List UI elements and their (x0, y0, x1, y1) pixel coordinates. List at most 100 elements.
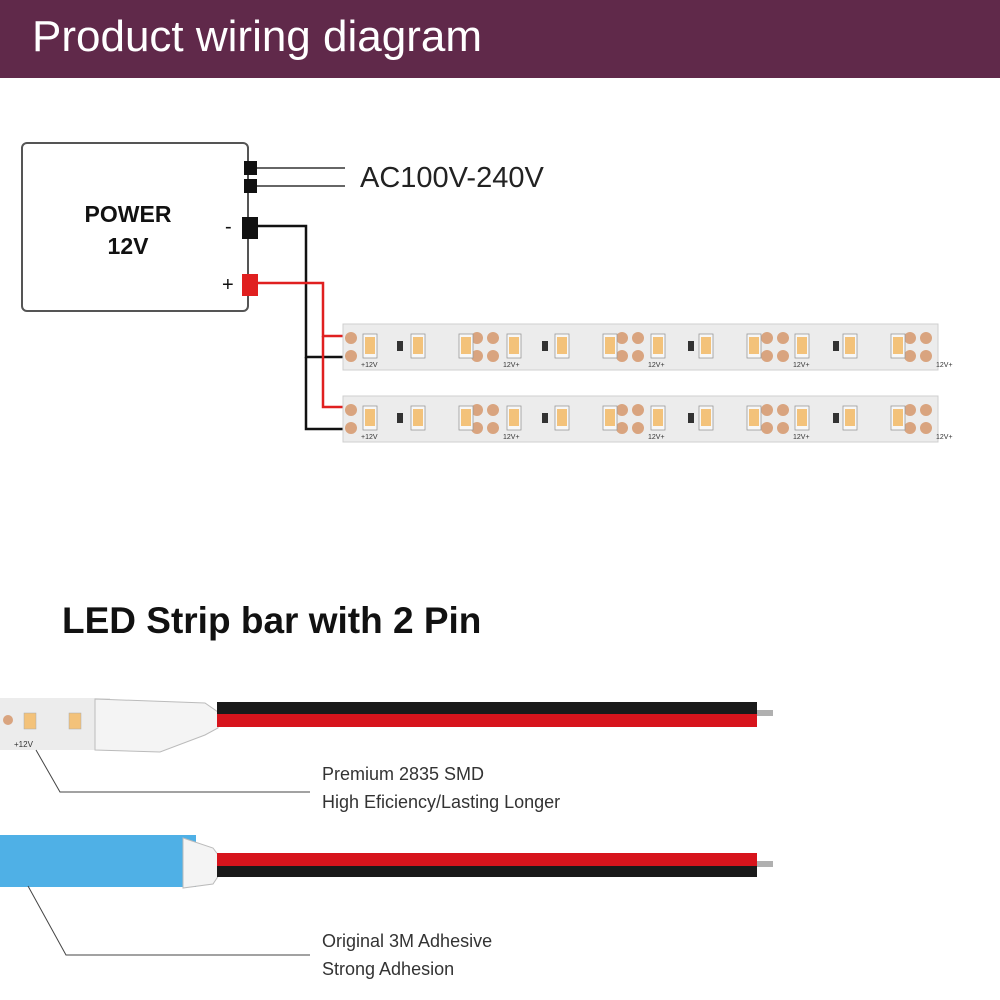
resistor (397, 341, 403, 351)
resistor (688, 413, 694, 423)
led-chip (797, 337, 807, 354)
solder-pad (616, 350, 628, 362)
positive-terminal (242, 274, 258, 296)
wire-tip-2 (757, 861, 773, 867)
black-lead (217, 702, 757, 714)
led-strip-top: +12V 12V+ 12V+ 12V+ 12V+ (342, 323, 953, 371)
ac-terminal-1 (244, 161, 257, 175)
callout-adhesive: Original 3M Adhesive Strong Adhesion (322, 927, 492, 983)
strip-led-2 (68, 712, 82, 730)
resistor (397, 413, 403, 423)
solder-pad (471, 404, 483, 416)
led-chip (653, 337, 663, 354)
solder-pad (920, 404, 932, 416)
solder-pad (920, 422, 932, 434)
solder-pad (761, 350, 773, 362)
led-chip (365, 409, 375, 426)
solder-pad (487, 332, 499, 344)
voltage-label: 12V (108, 233, 150, 259)
red-lead (217, 714, 757, 727)
section-title: LED Strip bar with 2 Pin (62, 600, 482, 641)
red-wire-branch (321, 336, 343, 409)
solder-pad (345, 404, 357, 416)
strip-with-connector-2 (0, 835, 773, 956)
led-chip (509, 337, 519, 354)
led-chip (845, 337, 855, 354)
red-wire (258, 281, 343, 338)
solder-pad (487, 404, 499, 416)
solder-pad (471, 332, 483, 344)
header-bar: Product wiring diagram (0, 0, 1000, 78)
led-chip (509, 409, 519, 426)
pad-label: 12V+ (503, 434, 520, 441)
led-chip (461, 409, 471, 426)
led-chip (893, 337, 903, 354)
solder-pad (777, 422, 789, 434)
solder-pad (920, 350, 932, 362)
strip-pad-label: +12V (14, 740, 34, 749)
solder-pad (632, 332, 644, 344)
solder-pad (471, 350, 483, 362)
resistor (833, 341, 839, 351)
resistor (542, 341, 548, 351)
pad-label: +12V (361, 434, 378, 441)
strip-with-connector-1: +12V (0, 698, 773, 793)
pad-label: +12V (361, 362, 378, 369)
pad-label: 12V+ (503, 362, 520, 369)
black-wire (258, 224, 343, 359)
led-chip (365, 337, 375, 354)
strip-led-1 (23, 712, 37, 730)
solder-pad (904, 350, 916, 362)
connector-clip-2 (182, 837, 220, 889)
black-wire-branch (304, 357, 343, 431)
strip-end (0, 698, 110, 750)
led-chip (605, 409, 615, 426)
led-chip (845, 409, 855, 426)
solder-pad (345, 332, 357, 344)
led-strip-bottom: +12V 12V+ 12V+ 12V+ 12V+ (342, 395, 953, 443)
pad-label: 12V+ (936, 362, 953, 369)
led-chip (461, 337, 471, 354)
callout-smd-line2: High Eficiency/Lasting Longer (322, 792, 561, 812)
led-chip (413, 337, 423, 354)
led-chip (797, 409, 807, 426)
solder-pad (777, 332, 789, 344)
led-chip (557, 337, 567, 354)
black-lead-2 (217, 866, 757, 877)
negative-terminal-sign: - (225, 216, 232, 238)
resistor (542, 413, 548, 423)
solder-pad (904, 332, 916, 344)
solder-pad (777, 350, 789, 362)
adhesive-tape (0, 835, 196, 887)
solder-pad (761, 404, 773, 416)
solder-pad (761, 422, 773, 434)
solder-pad (777, 404, 789, 416)
pad-label: 12V+ (648, 362, 665, 369)
pad-label: 12V+ (793, 362, 810, 369)
callout-line-1 (35, 749, 310, 793)
solder-pad (616, 422, 628, 434)
pad-label: 12V+ (648, 434, 665, 441)
solder-pad (632, 350, 644, 362)
strip-pad (3, 715, 13, 725)
solder-pad (471, 422, 483, 434)
pad-label: 12V+ (936, 434, 953, 441)
led-chip (701, 409, 711, 426)
solder-pad (632, 422, 644, 434)
negative-terminal (242, 217, 258, 239)
pad-label: 12V+ (793, 434, 810, 441)
led-chip (701, 337, 711, 354)
resistor (833, 413, 839, 423)
led-chip (893, 409, 903, 426)
led-chip (653, 409, 663, 426)
red-lead-2 (217, 853, 757, 866)
led-chip (749, 337, 759, 354)
wire-tip (757, 710, 773, 716)
ac-input-label: AC100V-240V (360, 162, 544, 194)
callout-line-2 (27, 885, 310, 956)
solder-pad (632, 404, 644, 416)
resistor (688, 341, 694, 351)
callout-smd: Premium 2835 SMD High Eficiency/Lasting … (322, 760, 560, 816)
solder-pad (345, 422, 357, 434)
